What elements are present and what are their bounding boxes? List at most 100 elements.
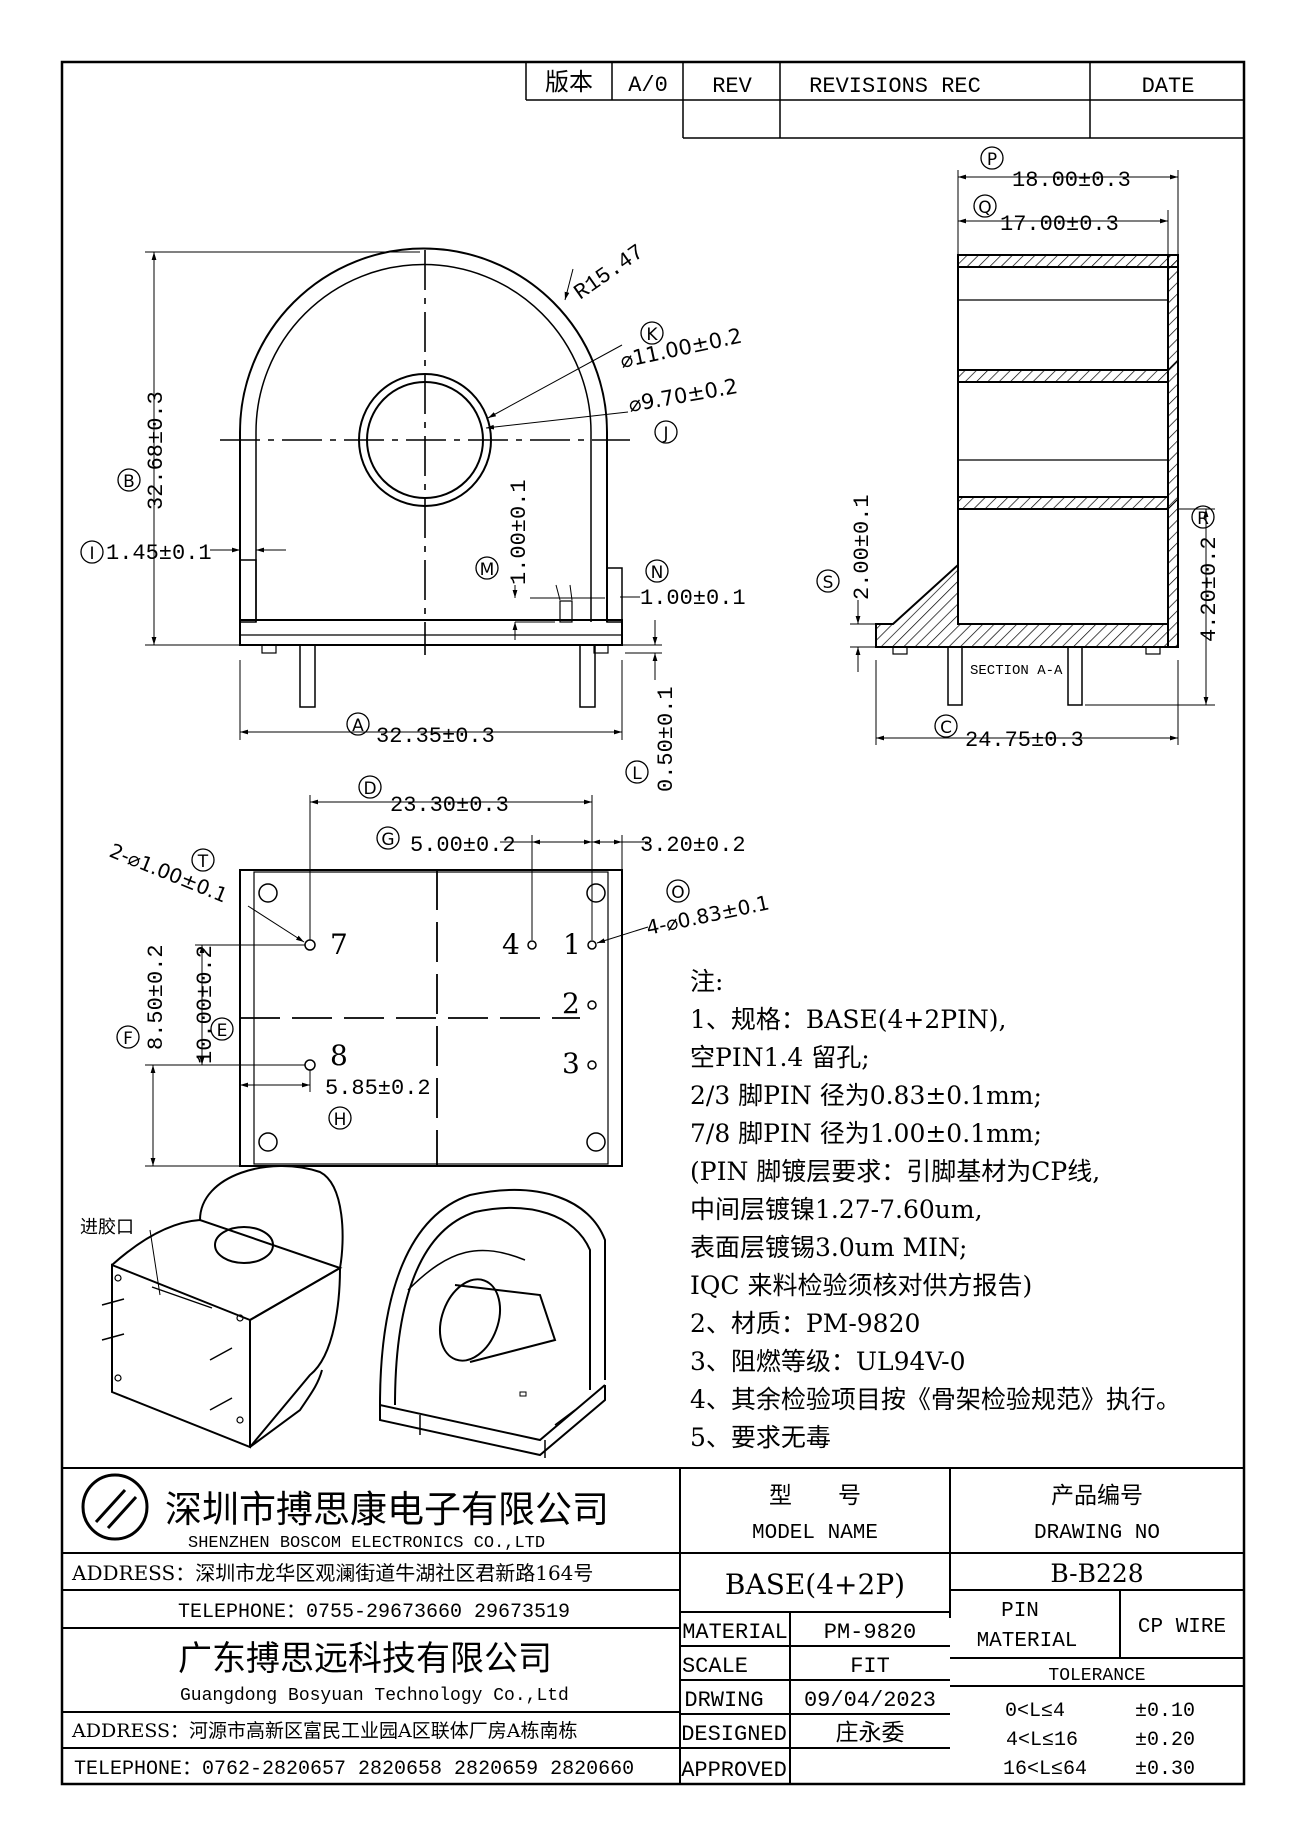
designed-value: 庄永委	[836, 1720, 905, 1746]
base-thickness-label: 0.50±0.1	[654, 686, 679, 792]
material-value: PM-9820	[824, 1620, 916, 1645]
pin-8: 8	[330, 1039, 348, 1072]
drawing-label: DRWING	[684, 1688, 763, 1713]
small-hole-label: 4-⌀0.83±0.1	[644, 890, 771, 939]
inner-diameter-label: ⌀9.70±0.2	[627, 374, 740, 417]
pin-4: 4	[502, 928, 520, 961]
note-line-12: 5、要求无毒	[690, 1423, 831, 1452]
rev-label: REV	[712, 74, 752, 99]
iso-view-1	[101, 1165, 344, 1449]
title-block-grid	[62, 1467, 1244, 1784]
height-label: 32.68±0.3	[144, 391, 169, 510]
section-label: SECTION A-A	[970, 663, 1063, 679]
date-label: DATE	[1142, 74, 1195, 99]
note-line-0: 注:	[690, 967, 723, 996]
note-line-8: IQC 来料检验须核对供方报告)	[690, 1271, 1032, 1300]
note-line-3: 2/3 脚PIN 径为0.83±0.1mm;	[690, 1081, 1042, 1110]
pin-material-label-2: MATERIAL	[977, 1630, 1078, 1653]
section-view	[875, 254, 1179, 706]
marker-j: J	[662, 424, 668, 444]
front-centerlines	[220, 250, 630, 655]
bottom-centerlines	[240, 870, 580, 1166]
note-line-5: (PIN 脚镀层要求：引脚基材为CP线,	[690, 1157, 1100, 1186]
tolerance-label: TOLERANCE	[1048, 1666, 1145, 1686]
radius-label: R15.47	[570, 240, 649, 306]
marker-q: Q	[978, 198, 991, 218]
section-markers	[816, 146, 1215, 738]
pin-material-label-1: PIN	[1001, 1600, 1039, 1623]
marker-e: E	[217, 1021, 228, 1041]
outer-length-label: 18.00±0.3	[1012, 168, 1131, 193]
dim-850-label: 8.50±0.2	[144, 944, 169, 1050]
tol-value-1: ±0.20	[1135, 1729, 1195, 1752]
telephone-1: TELEPHONE：0755-29673660 29673519	[178, 1601, 570, 1624]
front-markers	[80, 321, 678, 784]
drawing-en-label: DRAWING NO	[1034, 1522, 1160, 1545]
marker-l: L	[632, 764, 642, 784]
flange-label: 2.00±0.1	[850, 494, 875, 600]
marker-o: O	[671, 883, 684, 903]
pin-2: 2	[562, 987, 580, 1020]
note-line-1: 1、规格：BASE(4+2PIN),	[690, 1005, 1007, 1034]
slot-height-label: 1.00±0.1	[507, 479, 532, 585]
marker-f: F	[123, 1029, 133, 1049]
version-label: 版本	[545, 68, 593, 96]
approved-label: APPROVED	[681, 1758, 787, 1783]
wall-label: 1.45±0.1	[106, 541, 212, 566]
marker-k: K	[646, 325, 658, 345]
bottom-dimensions	[145, 795, 649, 1167]
note-line-6: 中间层镀镍1.27-7.60um,	[690, 1195, 983, 1224]
inner-length-label: 17.00±0.3	[1000, 212, 1119, 237]
address-2: ADDRESS：河源市高新区富民工业园A区联体厂房A栋南栋	[71, 1720, 578, 1742]
drawing-date: 09/04/2023	[804, 1688, 936, 1713]
marker-m: M	[480, 560, 495, 580]
front-view	[239, 247, 623, 708]
depth-label: 24.75±0.3	[965, 728, 1084, 753]
pin-1: 1	[563, 928, 581, 961]
material-label: MATERIAL	[682, 1620, 788, 1645]
model-en-label: MODEL NAME	[752, 1522, 878, 1545]
model-cn-label: 型 号	[769, 1483, 861, 1509]
big-hole-label: 2-⌀1.00±0.1	[106, 838, 231, 907]
marker-b: B	[123, 472, 135, 492]
sheet-border	[60, 60, 1246, 1786]
pitch-3-label: 3.20±0.2	[640, 833, 746, 858]
pin-7: 7	[330, 928, 348, 961]
marker-d: D	[363, 779, 376, 799]
telephone-2: TELEPHONE：0762-2820657 2820658 2820659 2…	[74, 1758, 634, 1781]
marker-n: N	[651, 563, 664, 583]
company2-en-name: Guangdong Bosyuan Technology Co.,Ltd	[180, 1686, 569, 1706]
gate-label: 进胶口	[80, 1217, 134, 1238]
revision-table	[525, 62, 1244, 139]
drawing-cn-label: 产品编号	[1051, 1483, 1143, 1509]
tol-value-2: ±0.30	[1135, 1758, 1195, 1781]
tol-range-0: 0<L≤4	[1005, 1700, 1065, 1723]
pin-material-value: CP WIRE	[1138, 1616, 1226, 1639]
company-logo-icon	[81, 1473, 149, 1541]
note-line-4: 7/8 脚PIN 径为1.00±0.1mm;	[690, 1119, 1042, 1148]
marker-g: G	[381, 830, 394, 850]
marker-t: T	[197, 852, 209, 872]
marker-r: R	[1197, 509, 1209, 529]
marker-s: S	[823, 573, 834, 593]
marker-h: H	[334, 1110, 347, 1130]
model-value: BASE(4+2P)	[725, 1568, 905, 1601]
scale-label: SCALE	[682, 1654, 748, 1679]
marker-c: C	[940, 718, 952, 738]
width-label: 32.35±0.3	[376, 724, 495, 749]
marker-i: I	[89, 544, 94, 564]
outer-diameter-label: ⌀11.00±0.2	[618, 324, 744, 373]
note-line-2: 空PIN1.4 留孔;	[690, 1043, 870, 1072]
scale-value: FIT	[850, 1654, 890, 1679]
version-value: A/0	[628, 73, 668, 98]
pin-3: 3	[562, 1047, 580, 1080]
dim-585-label: 5.85±0.2	[325, 1076, 431, 1101]
section-dimensions	[850, 170, 1215, 745]
address-1: ADDRESS：深圳市龙华区观澜街道牛湖社区君新路164号	[71, 1561, 593, 1585]
company2-cn-name: 广东搏思远科技有限公司	[178, 1639, 552, 1679]
marker-a: A	[352, 716, 364, 736]
note-line-9: 2、材质：PM-9820	[690, 1309, 920, 1338]
note-line-11: 4、其余检验项目按《骨架检验规范》执行。	[690, 1385, 1181, 1414]
designed-label: DESIGNED	[681, 1722, 787, 1747]
